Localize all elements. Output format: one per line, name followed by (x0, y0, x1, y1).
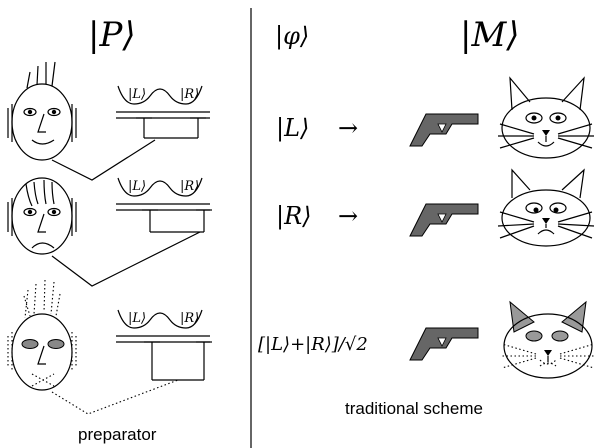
arrow-icon: → (338, 202, 358, 230)
double-well-potential-1: |L⟩ |R⟩ (116, 85, 210, 139)
superposed-cat-icon (500, 300, 596, 379)
gun-icon (409, 113, 479, 147)
double-well-potential-3: |L⟩ |R⟩ (116, 309, 212, 381)
well-right-label: |R⟩ (180, 87, 199, 102)
connector-line-2 (51, 231, 201, 287)
well-right-label: |R⟩ (180, 179, 199, 194)
measurement-state-label: |M⟩ (460, 15, 520, 55)
double-well-potential-2: |L⟩ |R⟩ (116, 177, 212, 233)
alive-cat-icon (498, 76, 594, 159)
superposed-face-icon (7, 279, 77, 391)
connector-line-3 (51, 379, 179, 415)
dead-cat-icon (497, 168, 595, 247)
gun-icon (409, 327, 479, 361)
well-right-label: |R⟩ (180, 311, 199, 326)
system-state-label: |φ⟩ (275, 22, 309, 51)
well-left-label: |L⟩ (128, 179, 146, 194)
connector-line-1 (51, 139, 156, 181)
well-left-label: |L⟩ (128, 87, 146, 102)
happy-face-icon (7, 61, 77, 161)
well-left-label: |L⟩ (128, 311, 146, 326)
preparator-caption: preparator (78, 425, 157, 444)
state-R-label: |R⟩ (276, 202, 312, 231)
state-L-label: |L⟩ (276, 114, 309, 143)
traditional-scheme-caption: traditional scheme (345, 399, 483, 418)
gun-icon (409, 203, 479, 237)
arrow-icon: → (338, 114, 358, 142)
superposition-state-label: [|L⟩+|R⟩]/√2 (258, 334, 368, 355)
sad-face-icon (7, 177, 77, 255)
preparator-state-label: |P⟩ (88, 15, 136, 55)
